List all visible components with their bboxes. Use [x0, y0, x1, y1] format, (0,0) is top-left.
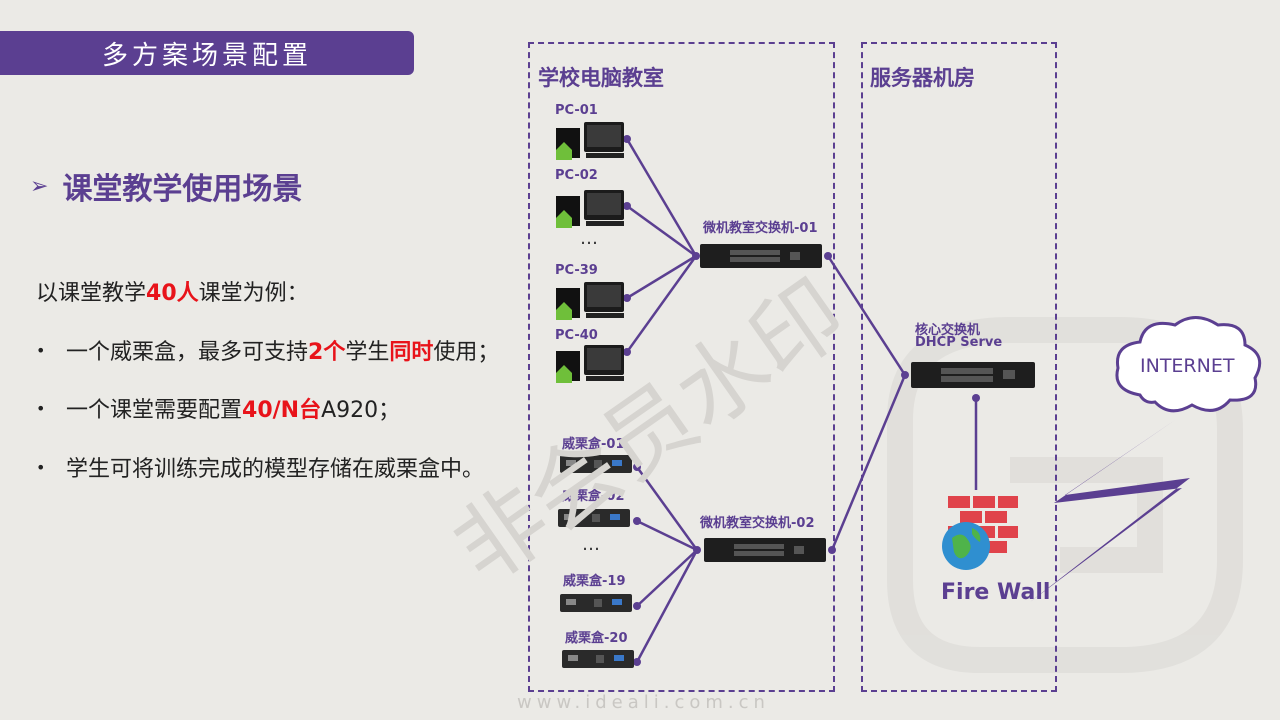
section-heading-text: 课堂教学使用场景: [62, 172, 303, 207]
bullet-1-pre: 一个威栗盒，最多可支持: [66, 340, 309, 365]
server-room-zone: [861, 42, 1057, 692]
classroom-zone: [528, 42, 835, 692]
watermark-logo-icon: [887, 317, 1243, 673]
ai-box-icon: [558, 455, 634, 668]
watermark-url: www.ideali.com.cn: [517, 692, 770, 713]
intro-pre: 以课堂教学: [36, 281, 147, 306]
server-room-zone-title: 服务器机房: [870, 66, 975, 90]
classroom-zone-title: 学校电脑教室: [538, 66, 664, 90]
bullet-1-mid: 学生: [345, 340, 390, 365]
switch-icon: [700, 244, 1035, 562]
arrow-bullet-icon: ➢: [30, 173, 49, 199]
intro-post: 课堂为例：: [198, 281, 309, 306]
pc-label: PC-40: [555, 328, 598, 343]
cloud-icon: [1115, 316, 1262, 413]
ai-box-label: 威栗盒-02: [562, 489, 625, 504]
dhcp-server-label: DHCP Serve: [915, 335, 1003, 350]
bullet-2-post: A920；: [321, 398, 401, 423]
bullet-2-pre: 一个课堂需要配置: [66, 398, 243, 423]
bullet-dot: •: [36, 340, 46, 360]
pc-label: PC-39: [555, 263, 598, 278]
ai-box-label: 威栗盒-01: [562, 437, 625, 452]
pc-ellipsis: …: [580, 228, 600, 249]
bullet-dot: •: [36, 398, 46, 418]
pc-label: PC-02: [555, 168, 598, 183]
bullet-1-post: 使用；: [433, 340, 500, 365]
bullet-1-hl2: 同时: [389, 340, 434, 365]
intro-text: 以课堂教学40人课堂为例：: [36, 275, 309, 307]
page-title: 多方案场景配置: [0, 31, 414, 75]
intro-highlight: 40人: [146, 281, 199, 306]
bullet-1-hl1: 2个: [308, 340, 346, 365]
bullet-2-hl1: 40/N台: [242, 398, 322, 423]
firewall-icon: [942, 496, 1018, 570]
switch-label: 微机教室交换机-01: [703, 221, 818, 236]
pc-icon: [556, 122, 624, 383]
box-ellipsis: …: [582, 534, 602, 555]
switch-label: 微机教室交换机-02: [700, 516, 815, 531]
connection-lines: [625, 138, 978, 663]
section-heading: ➢ 课堂教学使用场景: [30, 166, 303, 207]
ai-box-label: 威栗盒-19: [563, 574, 626, 589]
bullet-3-text: 学生可将训练完成的模型存储在威栗盒中。: [66, 457, 485, 482]
core-switch-label: 核心交换机: [915, 323, 981, 338]
bullet-dot: •: [36, 457, 46, 477]
bullet-item-3: • 学生可将训练完成的模型存储在威栗盒中。: [36, 451, 484, 483]
internet-label: INTERNET: [1140, 355, 1235, 377]
ai-box-label: 威栗盒-20: [565, 631, 628, 646]
firewall-label: Fire Wall: [941, 580, 1051, 605]
pc-label: PC-01: [555, 103, 598, 118]
